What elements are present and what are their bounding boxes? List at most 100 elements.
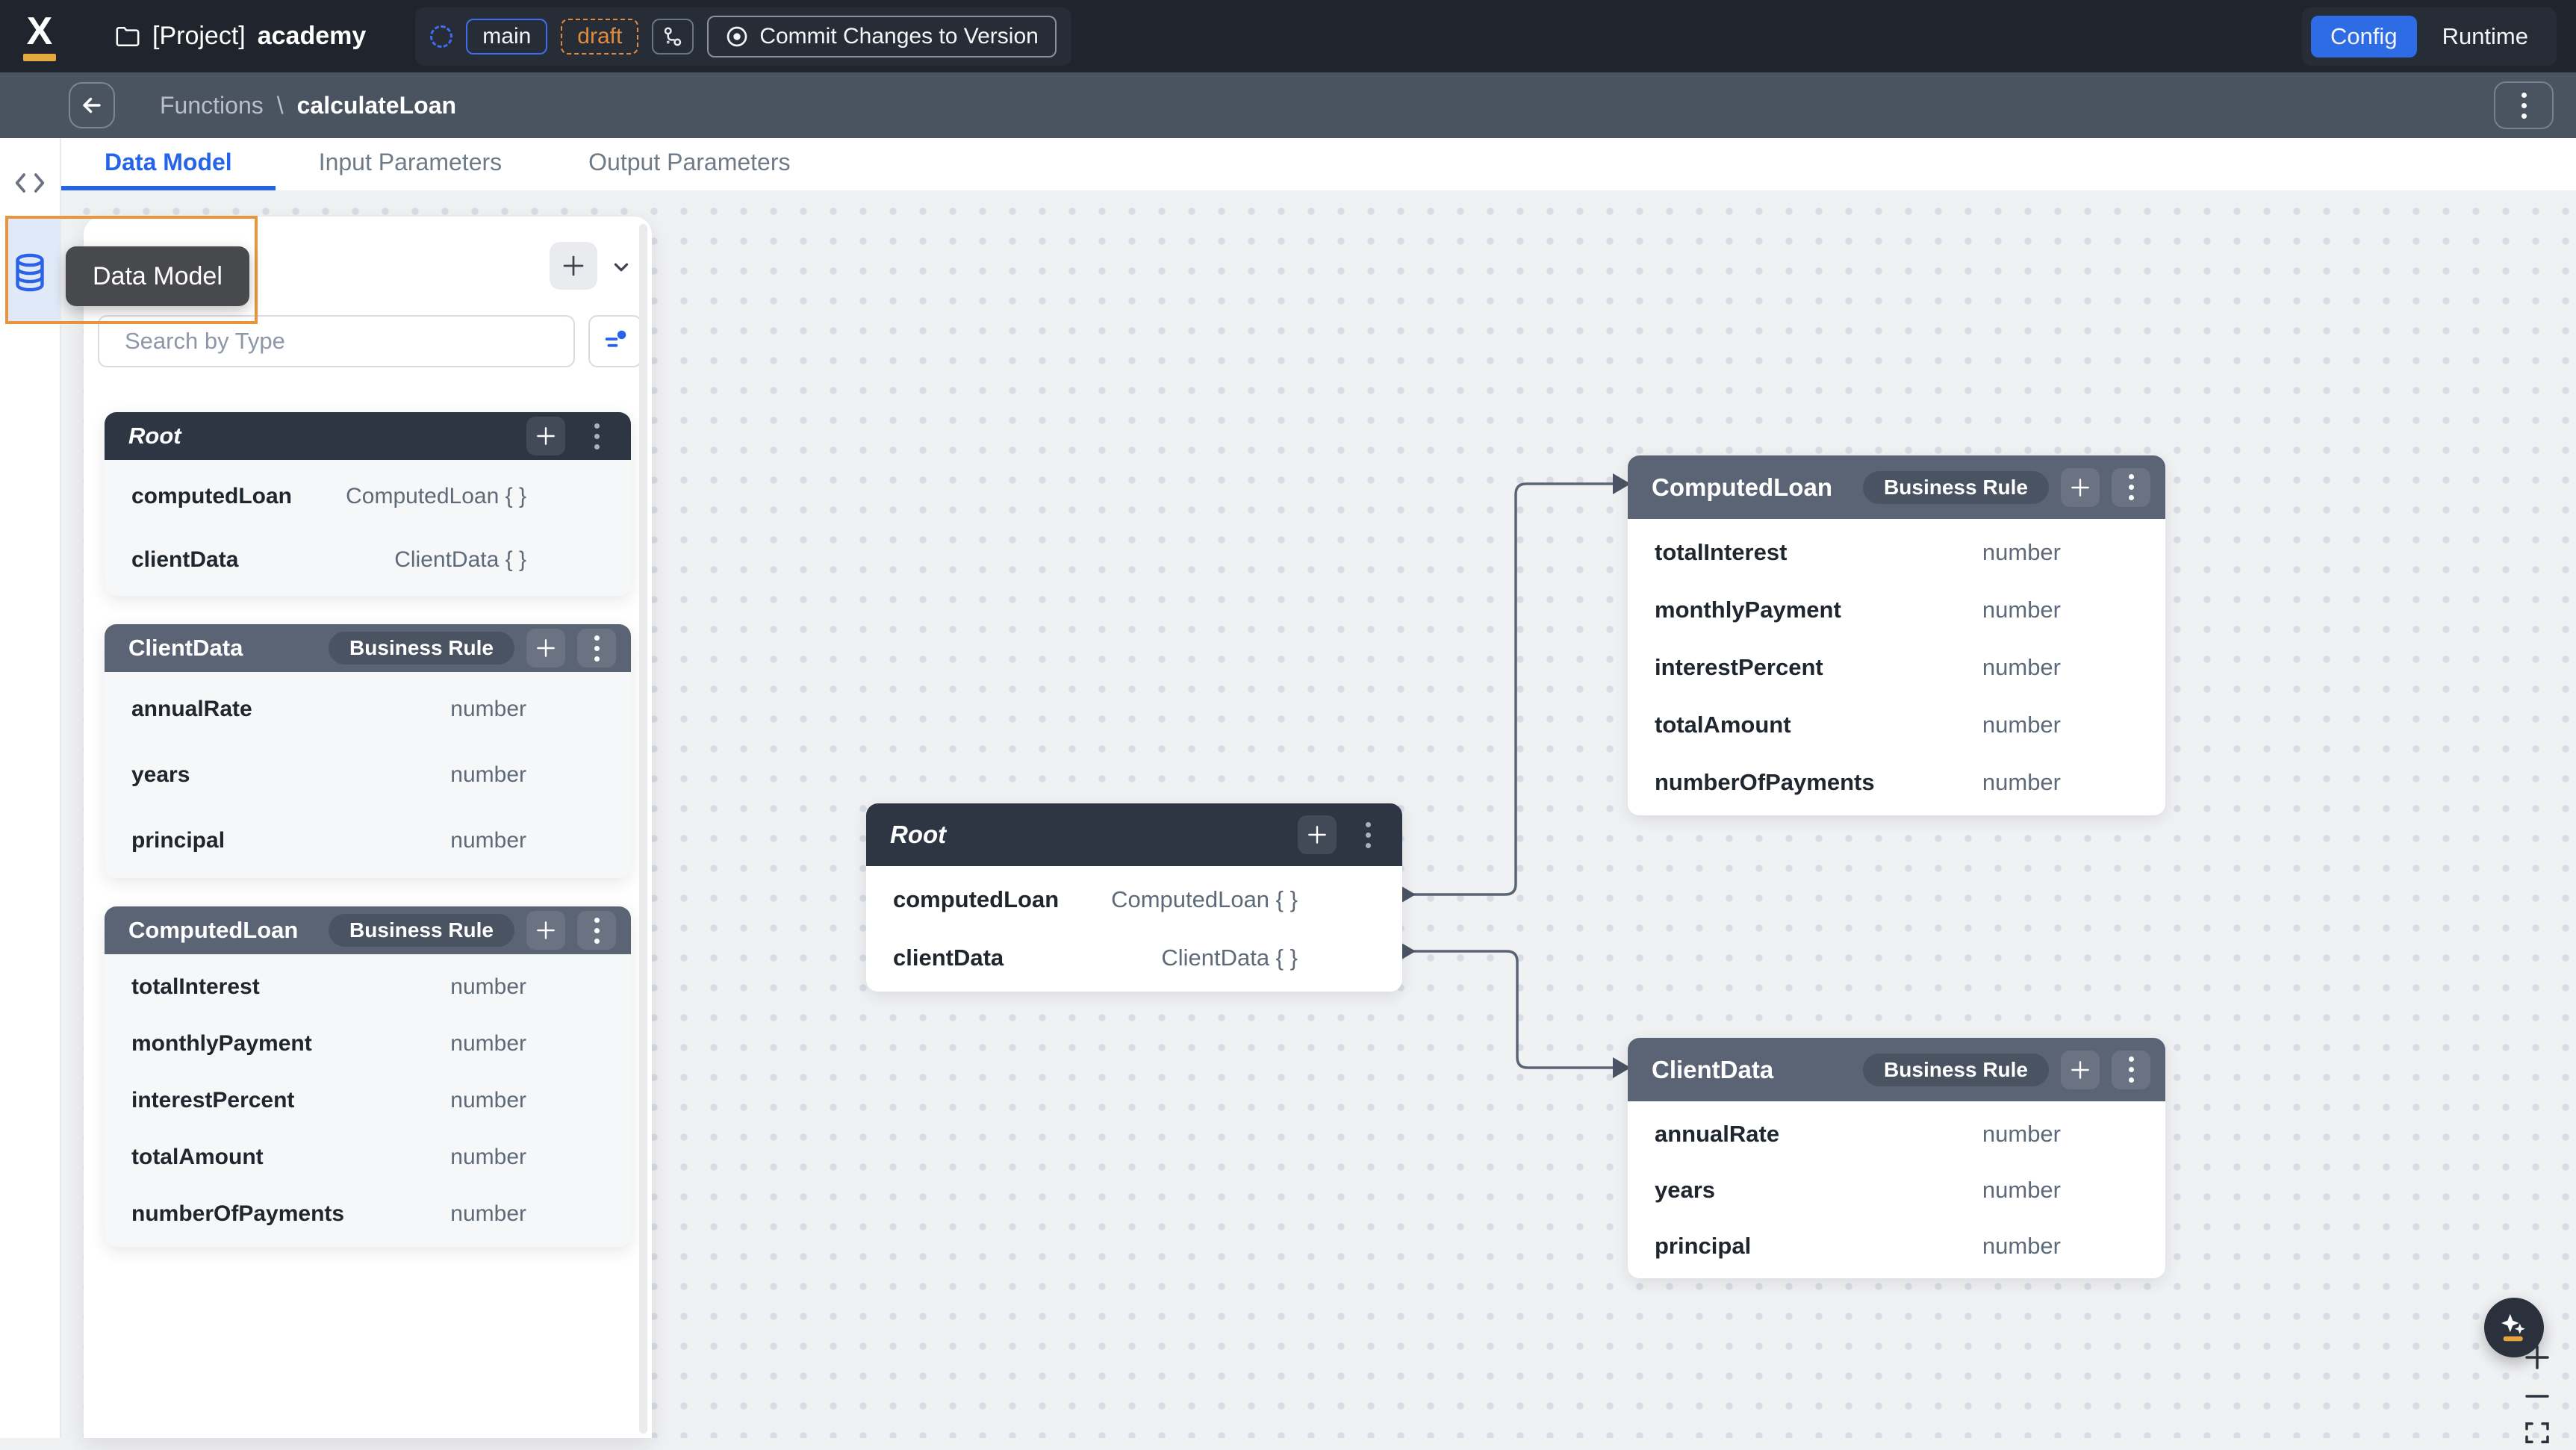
card-menu-button[interactable] [577, 629, 616, 668]
back-button[interactable] [69, 82, 115, 128]
function-tabs: Data Model Input Parameters Output Param… [61, 138, 2576, 190]
panel-scrollbar[interactable] [639, 224, 647, 1434]
project-prefix: [Project] [152, 22, 246, 50]
add-field-button[interactable] [526, 911, 565, 950]
ai-assistant-button[interactable] [2484, 1298, 2544, 1357]
breadcrumb-separator: \ [276, 91, 284, 119]
field-name: clientData [131, 547, 239, 572]
field-row[interactable]: clientData ClientData { } [105, 528, 631, 591]
card-menu-button[interactable] [1348, 815, 1387, 854]
mode-toggle: Config Runtime [2301, 7, 2557, 66]
add-field-button[interactable] [2061, 467, 2100, 507]
field-type: ClientData { } [394, 547, 526, 572]
card-title: ClientData [128, 635, 243, 661]
search-input[interactable] [98, 315, 575, 367]
tab-output-parameters[interactable]: Output Parameters [545, 138, 833, 190]
field-name: totalInterest [131, 974, 260, 999]
card-menu-button[interactable] [2112, 467, 2150, 507]
card-header: Root [866, 803, 1402, 866]
plus-icon [2071, 1060, 2089, 1079]
card-header: ClientData Business Rule [1628, 1038, 2165, 1101]
sparkles-icon [2501, 1313, 2525, 1342]
card-menu-button[interactable] [577, 911, 616, 950]
code-view-button[interactable] [0, 161, 60, 205]
zoom-out-button[interactable] [2520, 1379, 2554, 1413]
card-menu-button[interactable] [577, 417, 616, 455]
app-logo-underline [23, 53, 56, 61]
field-type: number [450, 1145, 526, 1169]
code-icon [15, 173, 45, 193]
top-app-bar: X [Project] academy main draft Commit Ch… [0, 0, 2576, 72]
card-title: ClientData [1652, 1055, 1774, 1083]
sync-spinner-icon [430, 25, 453, 48]
field-name: annualRate [1655, 1120, 1780, 1147]
kebab-menu-icon [594, 423, 600, 449]
business-rule-badge: Business Rule [1863, 1053, 2049, 1086]
commit-changes-button[interactable]: Commit Changes to Version [707, 15, 1057, 57]
draft-badge[interactable]: draft [561, 18, 639, 55]
filter-button[interactable] [588, 315, 642, 367]
breadcrumb-section[interactable]: Functions [160, 91, 264, 119]
plus-icon [563, 255, 584, 276]
add-field-button[interactable] [2061, 1050, 2100, 1089]
add-field-button[interactable] [1298, 815, 1337, 854]
card-title: ComputedLoan [1652, 473, 1832, 501]
field-type: number [1982, 596, 2061, 623]
card-menu-button[interactable] [2112, 1050, 2150, 1089]
tab-input-parameters[interactable]: Input Parameters [276, 138, 545, 190]
card-title: ComputedLoan [128, 917, 299, 943]
function-header-bar: Functions \ calculateLoan [0, 72, 2576, 138]
field-name: clientData [893, 945, 1004, 971]
field-name: annualRate [131, 697, 252, 721]
fit-view-button[interactable] [2520, 1416, 2554, 1450]
data-model-rail-button[interactable] [0, 243, 60, 302]
business-rule-badge: Business Rule [329, 632, 514, 665]
add-type-dropdown-button[interactable] [606, 252, 636, 282]
branch-badge[interactable]: main [466, 18, 548, 55]
field-name: principal [1655, 1232, 1752, 1259]
header-menu-button[interactable] [2494, 81, 2554, 129]
kebab-menu-icon [594, 635, 600, 662]
fit-view-icon [2525, 1422, 2549, 1443]
add-type-button[interactable] [550, 242, 597, 290]
add-field-button[interactable] [526, 629, 565, 668]
add-field-button[interactable] [526, 417, 565, 455]
zoom-in-button[interactable] [2520, 1340, 2554, 1375]
git-branch-button[interactable] [652, 18, 694, 55]
field-type: number [450, 828, 526, 853]
tab-data-model[interactable]: Data Model [61, 138, 276, 190]
runtime-mode-button[interactable]: Runtime [2423, 16, 2548, 57]
config-mode-button[interactable]: Config [2310, 16, 2417, 57]
field-type: number [1982, 538, 2061, 565]
